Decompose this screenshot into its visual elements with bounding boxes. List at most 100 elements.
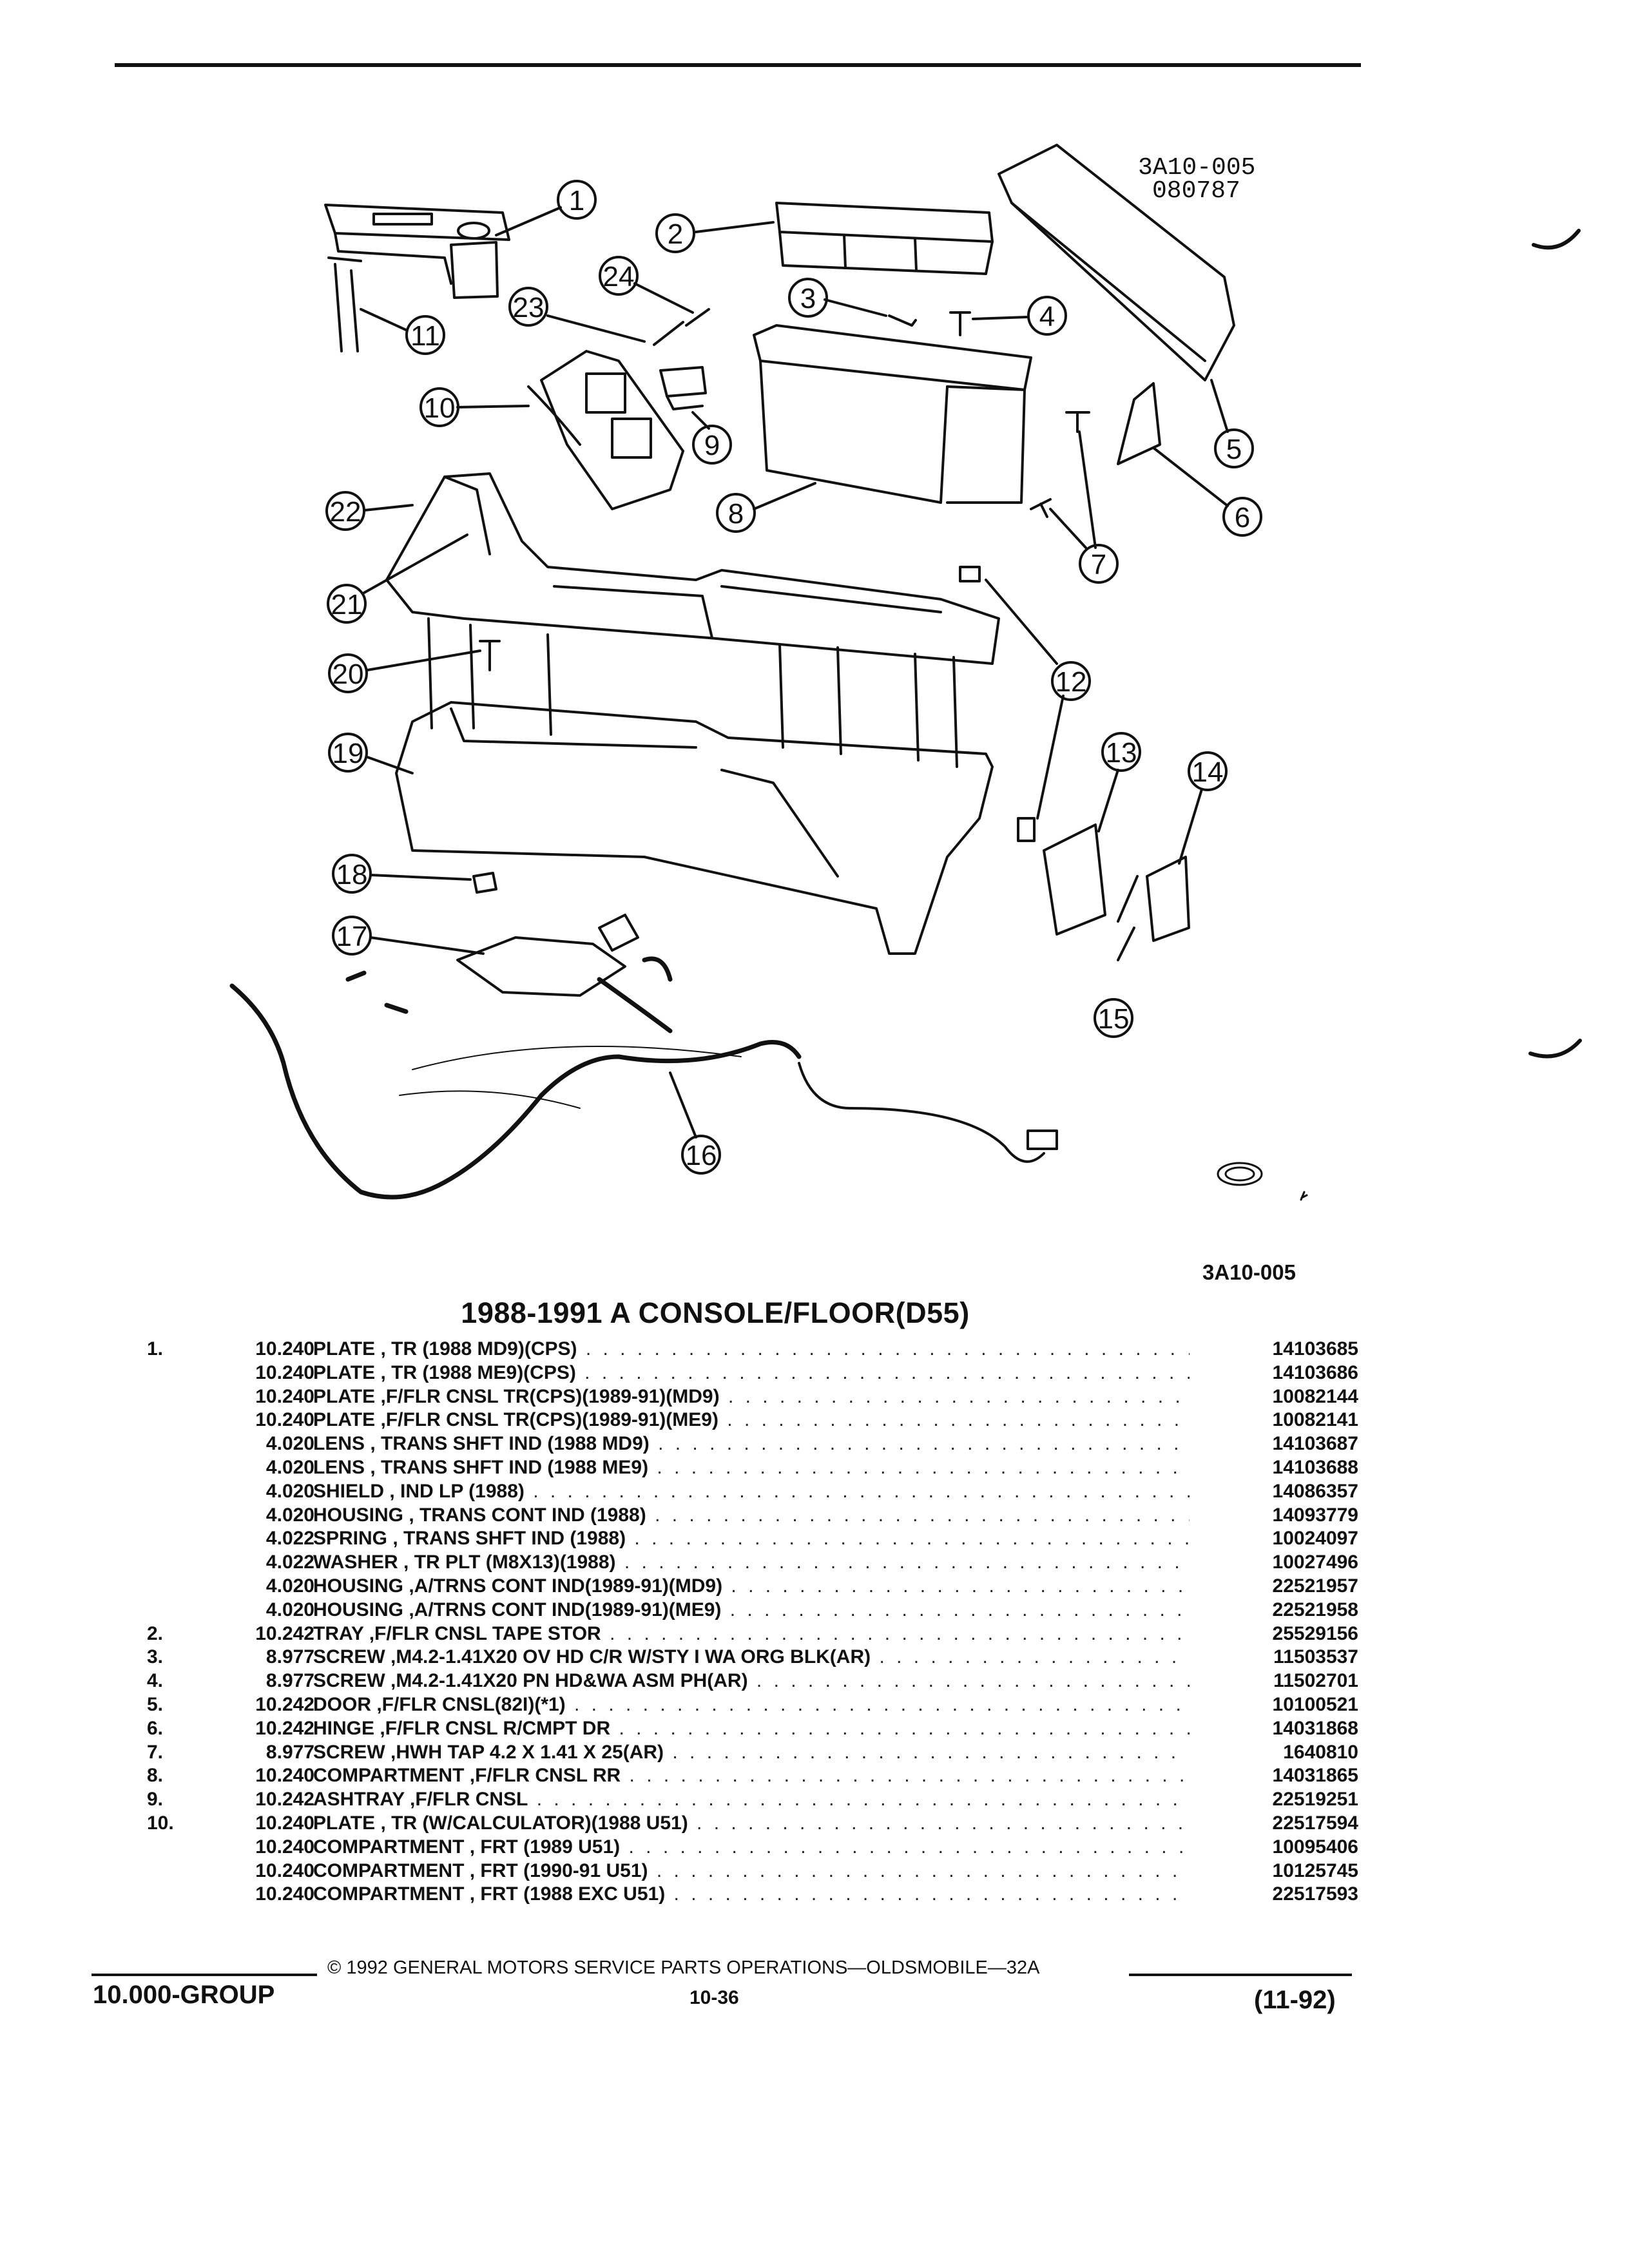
part-detail: ,F/FLR CNSL(82I)(*1) bbox=[371, 1693, 566, 1715]
part-detail: ,F/FLR CNSL TR(CPS)(1989-91)(MD9) bbox=[375, 1385, 720, 1407]
callout-1: 1 bbox=[495, 180, 597, 236]
callout-19: 19 bbox=[328, 733, 414, 774]
part-number: 14086357 bbox=[1272, 1480, 1358, 1502]
part-name: DOOR bbox=[313, 1693, 371, 1715]
group-number: 4.022 bbox=[265, 1552, 314, 1573]
part-8-compartment-drawing bbox=[753, 324, 1032, 504]
part-description: SPRING , TRANS SHFT IND (1988) . . . . .… bbox=[313, 1527, 1190, 1551]
svg-text:23: 23 bbox=[513, 292, 545, 323]
leader-dots: . . . . . . . . . . . . . . . . . . . . … bbox=[672, 1741, 1190, 1763]
part-name: ASHTRAY bbox=[313, 1789, 405, 1811]
group-label: 10.000-GROUP bbox=[93, 1981, 275, 2009]
part-name: PLATE bbox=[313, 1385, 376, 1407]
item-number: 5. bbox=[147, 1693, 164, 1715]
leader-dots: . . . . . . . . . . . . . . . . . . . . … bbox=[628, 1836, 1190, 1858]
item-number: 1. bbox=[147, 1338, 164, 1360]
part-23-24-drawing bbox=[653, 308, 710, 346]
item-number: 7. bbox=[147, 1741, 164, 1763]
part-9-ashtray-drawing bbox=[659, 366, 707, 410]
callout-3: 3 bbox=[788, 278, 887, 318]
group-number: 4.022 bbox=[265, 1528, 314, 1550]
binding-mark-1 bbox=[1532, 229, 1581, 250]
svg-text:12: 12 bbox=[1055, 666, 1087, 698]
part-description: TRAY ,F/FLR CNSL TAPE STOR . . . . . . .… bbox=[313, 1622, 1190, 1646]
part-detail: , TRANS CONT IND (1988) bbox=[403, 1504, 646, 1526]
part-name: SCREW bbox=[313, 1670, 385, 1692]
leader-dots: . . . . . . . . . . . . . . . . . . . . … bbox=[629, 1765, 1190, 1787]
callout-24: 24 bbox=[599, 256, 694, 314]
part-number: 10095406 bbox=[1272, 1836, 1358, 1858]
part-description: PLATE ,F/FLR CNSL TR(CPS)(1989-91)(MD9) … bbox=[313, 1385, 1190, 1409]
svg-text:1: 1 bbox=[569, 185, 584, 216]
part-description: COMPARTMENT ,F/FLR CNSL RR . . . . . . .… bbox=[313, 1764, 1190, 1788]
part-description: PLATE , TR (1988 MD9)(CPS) . . . . . . .… bbox=[313, 1338, 1190, 1361]
group-number: 8.977 bbox=[265, 1741, 314, 1763]
part-description: PLATE ,F/FLR CNSL TR(CPS)(1989-91)(ME9) … bbox=[313, 1408, 1190, 1432]
callout-4: 4 bbox=[972, 296, 1067, 336]
item-number: 10. bbox=[147, 1812, 174, 1834]
part-17-bracket-drawing bbox=[456, 914, 639, 997]
part-name: PLATE bbox=[313, 1361, 376, 1383]
leader-dots: . . . . . . . . . . . . . . . . . . . . … bbox=[728, 1385, 1190, 1407]
part-number: 22517593 bbox=[1272, 1883, 1358, 1905]
group-number: 10.240 bbox=[255, 1860, 314, 1881]
part-10-plate-drawing bbox=[527, 350, 684, 510]
part-description: WASHER , TR PLT (M8X13)(1988) . . . . . … bbox=[313, 1551, 1190, 1575]
part-15-drawing bbox=[1117, 875, 1139, 923]
floor-outline-drawing bbox=[399, 1046, 742, 1109]
drawing-code-line-2: 080787 bbox=[1152, 177, 1240, 205]
part-7-screws-drawing bbox=[1030, 411, 1090, 518]
part-13-drawing bbox=[1043, 823, 1106, 936]
callout-10: 10 bbox=[419, 387, 530, 427]
part-name: SCREW bbox=[313, 1741, 385, 1763]
item-number: 6. bbox=[147, 1717, 164, 1739]
part-detail: , IND LP (1988) bbox=[384, 1480, 525, 1502]
part-detail: ,M4.2-1.41X20 OV HD C/R W/STY I WA ORG B… bbox=[385, 1646, 871, 1668]
part-2-tray-drawing bbox=[775, 202, 994, 275]
part-number: 1640810 bbox=[1283, 1741, 1358, 1763]
part-number: 22519251 bbox=[1272, 1789, 1358, 1811]
callout-16: 16 bbox=[669, 1072, 721, 1175]
part-detail: , TR (1988 MD9)(CPS) bbox=[375, 1338, 577, 1360]
svg-text:2: 2 bbox=[668, 218, 683, 250]
part-number: 14103686 bbox=[1272, 1361, 1358, 1383]
part-name: COMPARTMENT bbox=[313, 1836, 465, 1858]
leader-dots: . . . . . . . . . . . . . . . . . . . . … bbox=[624, 1552, 1190, 1573]
page-number: 10-36 bbox=[689, 1987, 739, 2008]
part-number: 11502701 bbox=[1273, 1670, 1358, 1692]
part-name: COMPARTMENT bbox=[313, 1860, 465, 1881]
part-5-door-drawing bbox=[998, 144, 1235, 381]
part-number: 14093779 bbox=[1272, 1504, 1358, 1526]
part-14-drawing bbox=[1146, 856, 1190, 942]
callout-21: 21 bbox=[327, 533, 468, 624]
part-number: 14031865 bbox=[1272, 1765, 1358, 1787]
svg-text:10: 10 bbox=[424, 392, 456, 424]
group-number: 10.240 bbox=[255, 1836, 314, 1858]
part-number: 10027496 bbox=[1272, 1552, 1358, 1573]
leader-dots: . . . . . . . . . . . . . . . . . . . . … bbox=[619, 1717, 1190, 1739]
svg-text:6: 6 bbox=[1235, 502, 1250, 533]
part-name: SCREW bbox=[313, 1646, 385, 1668]
part-description: HOUSING , TRANS CONT IND (1988) . . . . … bbox=[313, 1504, 1190, 1528]
part-description: COMPARTMENT , FRT (1990-91 U51) . . . . … bbox=[313, 1860, 1190, 1883]
part-description: LENS , TRANS SHFT IND (1988 MD9) . . . .… bbox=[313, 1432, 1190, 1456]
drawing-code-label: 3A10-005 bbox=[1202, 1260, 1296, 1284]
binding-mark-2 bbox=[1528, 1039, 1582, 1059]
drawing-code-line-1: 3A10-005 bbox=[1138, 154, 1255, 182]
part-16-harness-drawing bbox=[229, 956, 1058, 1200]
leader-dots: . . . . . . . . . . . . . . . . . . . . … bbox=[756, 1670, 1190, 1692]
callout-23: 23 bbox=[508, 287, 646, 343]
part-4-screw-drawing bbox=[949, 311, 971, 336]
group-number: 4.020 bbox=[265, 1480, 314, 1502]
group-number: 8.977 bbox=[265, 1670, 314, 1692]
part-number: 22521958 bbox=[1272, 1599, 1358, 1620]
